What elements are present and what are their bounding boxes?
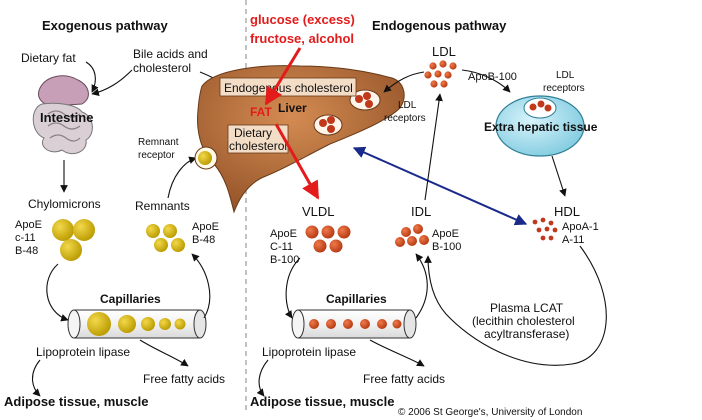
- liver-hdl-exchange-arrow: [352, 146, 528, 226]
- capillary-particle: [118, 315, 136, 333]
- chylomicrons-label: Chylomicrons: [28, 197, 101, 211]
- remnant-receptor-label-line1: Remnant: [138, 137, 179, 148]
- remnant-particle: [171, 238, 185, 252]
- chylomicron-particle: [52, 219, 74, 241]
- remnant-particle: [146, 224, 160, 238]
- capillary-particle: [159, 318, 171, 330]
- plasma-lcat-label-line1: Plasma LCAT: [490, 301, 564, 315]
- idl-label: IDL: [411, 204, 431, 219]
- free-fatty-acids-label-exogenous: Free fatty acids: [143, 372, 225, 386]
- idl-apo-1: B-100: [432, 241, 461, 253]
- to-adipose-arrow-exogenous: [31, 359, 41, 397]
- idl-to-ldl-arrow: [424, 93, 443, 201]
- chylo-apo-2: B-48: [15, 245, 38, 257]
- dietary-cholesterol-label-line2: cholesterol: [229, 139, 287, 153]
- adipose-label-endogenous: Adipose tissue, muscle: [250, 394, 395, 409]
- vldl-apo-1: C-11: [270, 241, 293, 253]
- ldl-to-liver-arrow: [383, 71, 425, 93]
- hdl-apo-0: ApoA-1: [562, 221, 599, 233]
- to-ffa-arrow-exogenous: [139, 339, 189, 367]
- dietary-cholesterol-label-line1: Dietary: [234, 126, 272, 140]
- liver-shape: [194, 65, 405, 214]
- liver-ldl-receptors-label-line1: LDL: [398, 100, 417, 111]
- liver-ldl-receptors-label-line2: receptors: [384, 113, 426, 124]
- glucose-label-line1: glucose (excess): [250, 12, 355, 27]
- ldl-receptor-pit: [523, 97, 557, 119]
- remnant-particles: [146, 224, 185, 252]
- plasma-lcat-arrow: [424, 245, 607, 366]
- chylo-apo-0: ApoE: [15, 219, 42, 231]
- intestine-icon: [32, 75, 93, 155]
- vldl-particles: [305, 225, 351, 253]
- chylo-apo-1: c-11: [15, 232, 36, 244]
- intestine-label: Intestine: [40, 110, 93, 125]
- extra-hepatic-cell: [495, 95, 585, 157]
- remnants-apo-0: ApoE: [192, 221, 219, 233]
- capillary-tube-endogenous: [291, 309, 417, 339]
- vldl-label: VLDL: [302, 204, 335, 219]
- remnants-apo-1: B-48: [192, 234, 215, 246]
- bile-acids-label-line1: Bile acids and: [133, 47, 208, 61]
- capillary-particle: [87, 312, 111, 336]
- vldl-apo-2: B-100: [270, 254, 299, 266]
- capillary-particle: [174, 318, 186, 330]
- ldl-to-extrahepatic-arrow: [461, 69, 511, 93]
- remnant-particle: [154, 238, 168, 252]
- remnant-particle: [163, 224, 177, 238]
- capillary-to-remnants-arrow: [191, 253, 211, 319]
- capillary-particle: [141, 317, 155, 331]
- lipoprotein-lipase-label-exogenous: Lipoprotein lipase: [36, 345, 130, 359]
- free-fatty-acids-label-endogenous: Free fatty acids: [363, 372, 445, 386]
- ldl-receptors-label-line1: LDL: [556, 70, 575, 81]
- fat-label: FAT: [250, 105, 272, 119]
- endogenous-cholesterol-box: [219, 77, 357, 97]
- capillaries-label-exogenous: Capillaries: [100, 292, 161, 306]
- capillary-to-idl-arrow: [415, 253, 428, 319]
- to-adipose-arrow-endogenous: [256, 359, 269, 397]
- ldl-receptors-label-line2: receptors: [543, 83, 585, 94]
- capillary-tube-exogenous: [67, 309, 207, 339]
- capillaries-label-endogenous: Capillaries: [326, 292, 387, 306]
- dietary-fat-label: Dietary fat: [21, 51, 76, 65]
- glucose-label-line2: fructose, alcohol: [250, 31, 354, 46]
- remnants-to-receptor-arrow: [167, 156, 197, 199]
- ldl-particles: [424, 60, 457, 88]
- cell-to-hdl-arrow: [551, 155, 567, 197]
- idl-apo-0: ApoE: [432, 228, 459, 240]
- chylomicron-particles: [52, 219, 95, 261]
- bile-acids-arrow: [91, 69, 133, 97]
- hdl-label: HDL: [554, 204, 580, 219]
- endogenous-title: Endogenous pathway: [372, 18, 507, 33]
- bile-acids-label-line2: cholesterol: [133, 61, 191, 75]
- hdl-particles: [532, 217, 558, 241]
- chylomicron-particle: [60, 239, 82, 261]
- plasma-lcat-label-line2: (lecithin cholesterol: [472, 314, 575, 328]
- chylomicron-particle: [73, 219, 95, 241]
- adipose-label-exogenous: Adipose tissue, muscle: [4, 394, 149, 409]
- chylo-to-capillary-arrow: [46, 263, 69, 322]
- fat-to-vldl-arrow: [274, 123, 320, 200]
- lipoprotein-lipase-label-endogenous: Lipoprotein lipase: [262, 345, 356, 359]
- ldl-label: LDL: [432, 44, 456, 59]
- hdl-apo-1: A-11: [562, 234, 584, 246]
- vldl-apo-0: ApoE: [270, 228, 297, 240]
- remnant-receptor-label-line2: receptor: [138, 150, 175, 161]
- dietary-fat-arrow: [85, 61, 99, 93]
- remnant-in-receptor: [198, 151, 212, 165]
- vldl-to-capillary-arrow: [284, 257, 301, 319]
- endogenous-cholesterol-label: Endogenous cholesterol: [224, 81, 353, 95]
- exogenous-title: Exogenous pathway: [42, 18, 168, 33]
- remnants-label: Remnants: [135, 199, 190, 213]
- liver-label: Liver: [278, 101, 307, 115]
- copyright-notice: © 2006 St George's, University of London: [398, 407, 582, 418]
- glucose-to-fat-arrow: [264, 47, 302, 106]
- extra-hepatic-label: Extra hepatic tissue: [484, 120, 598, 134]
- to-ffa-arrow-endogenous: [369, 339, 425, 367]
- plasma-lcat-label-line3: acyltransferase): [484, 327, 569, 341]
- idl-particles: [395, 224, 429, 247]
